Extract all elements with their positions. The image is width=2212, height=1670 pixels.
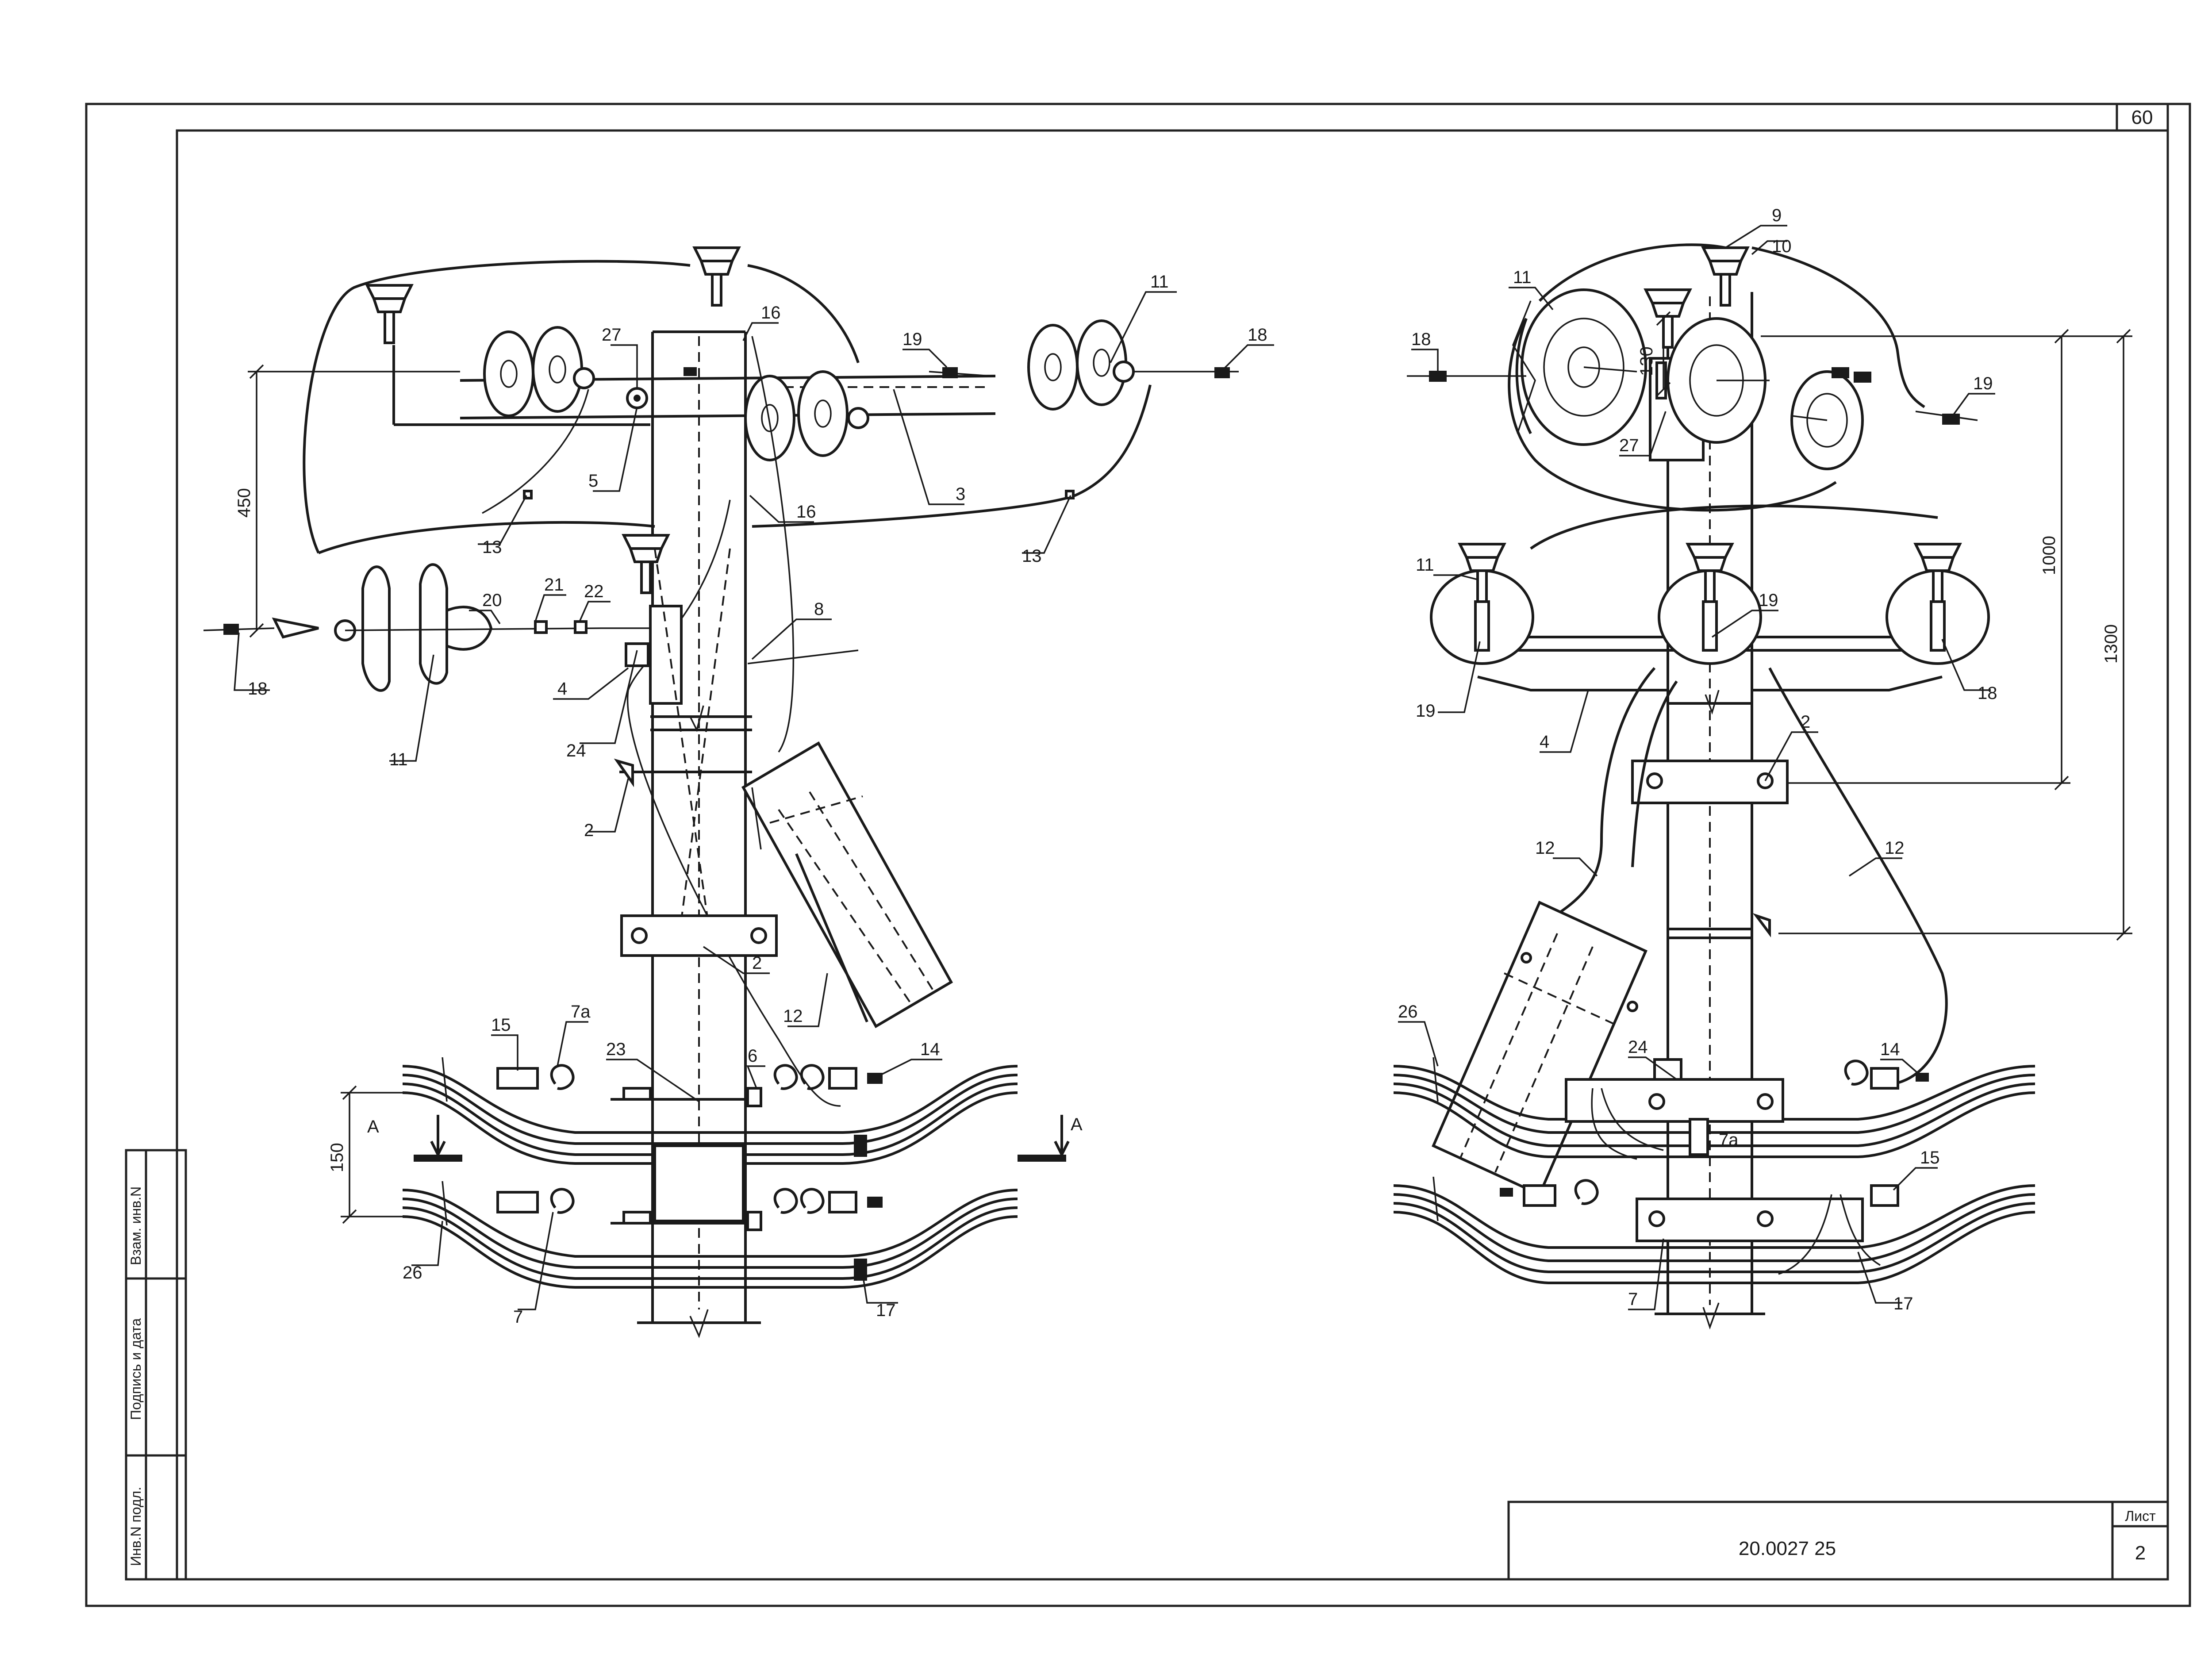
section-mark-a-left: А [367,1117,379,1136]
left-label-2-lower: 2 [752,953,762,973]
left-wires [203,260,1239,1107]
dim-1000: 1000 [2039,536,2059,575]
right-label-27: 27 [1619,436,1639,455]
left-label-2-upper: 2 [584,821,594,840]
right-label-4: 4 [1540,732,1549,752]
right-dimensions: 1000 1300 130 [1637,311,2132,941]
left-cable-hooks [496,1065,883,1231]
right-label-14: 14 [1880,1040,1900,1059]
left-view: А А 450 150 [203,248,1274,1338]
right-label-7: 7 [1628,1290,1638,1309]
left-insulator-strings [272,321,1135,692]
left-label-12: 12 [783,1006,803,1026]
right-label-11-left: 11 [1416,555,1434,575]
left-connectors [223,367,1230,635]
right-cable-hooks [1500,1058,1929,1275]
right-view: 1000 1300 130 [1393,206,2132,1330]
right-label-2: 2 [1801,712,1810,732]
left-label-26: 26 [403,1263,422,1282]
right-item-labels: 9 10 11 18 19 27 11 19 19 18 4 2 12 12 2… [1398,206,1997,1313]
right-lower-plates [1431,544,1989,691]
dim-130: 130 [1637,346,1656,376]
left-label-19: 19 [902,330,922,349]
left-pole-clamps [614,758,778,957]
stamp-inventory: Инв.N подл. [128,1487,144,1566]
sheet-number: 2 [2135,1542,2146,1564]
right-label-18-top: 18 [1411,330,1431,349]
left-label-18-left: 18 [248,679,268,699]
left-label-11-bottom: 11 [389,750,408,769]
left-top-insulators [367,248,739,593]
left-label-24: 24 [566,741,586,760]
left-lower-bracket [625,548,752,921]
left-label-23: 23 [606,1040,626,1059]
right-label-18-right: 18 [1978,683,1997,703]
side-stamp: Взам. инв.N Подпись и дата Инв.N подл. [125,1149,187,1581]
right-label-17: 17 [1893,1294,1913,1313]
left-section-marks: А А [367,1115,1083,1162]
dim-450: 450 [234,488,254,518]
left-label-27: 27 [602,325,622,345]
left-dimensions: 450 150 [234,364,460,1224]
left-label-7a: 7а [571,1002,591,1021]
right-label-19-left: 19 [1416,701,1436,721]
sheet-frame: 60 [85,103,2191,1607]
left-label-16-top: 16 [761,303,781,322]
left-leaders [234,291,1274,1310]
left-label-5: 5 [588,471,598,491]
stamp-signature: Подпись и дата [128,1318,144,1420]
right-label-7a: 7а [1719,1130,1739,1150]
right-label-11-top: 11 [1513,268,1532,287]
left-label-21: 21 [544,575,564,595]
left-label-4: 4 [557,679,567,699]
right-label-19-top: 19 [1973,374,1993,393]
left-label-6: 6 [748,1046,757,1066]
right-label-10: 10 [1772,237,1792,256]
right-label-9: 9 [1772,206,1782,225]
left-label-20: 20 [482,591,502,610]
document-code: 20.0027 25 [1739,1538,1836,1559]
right-label-19-center: 19 [1759,591,1778,610]
left-label-16-mid: 16 [796,502,816,522]
right-cable-bundles [1393,1057,2035,1284]
right-label-26: 26 [1398,1002,1418,1021]
right-leaders [1398,225,1995,1310]
left-label-17: 17 [876,1301,896,1320]
right-cable-descents [1548,667,1948,1085]
left-label-11-top: 11 [1150,272,1169,292]
left-label-8: 8 [814,599,824,619]
left-label-3: 3 [956,484,965,504]
left-item-labels: 11 18 27 19 16 16 5 3 13 13 20 21 22 8 4… [248,272,1267,1327]
left-label-7: 7 [513,1307,523,1327]
dim-150: 150 [327,1143,347,1172]
right-upper-wires [1407,243,1978,550]
left-label-22: 22 [584,582,604,601]
page-number: 60 [2131,107,2153,128]
left-label-13-right: 13 [1022,546,1042,566]
right-pole-clamps [1631,702,1789,939]
right-label-12-left: 12 [1535,838,1555,858]
section-mark-a-right: А [1071,1115,1083,1134]
sheet-label: Лист [2125,1508,2156,1524]
right-upper-discs [1515,288,1864,470]
right-label-15: 15 [1920,1148,1940,1167]
left-cable-box [741,741,953,1029]
left-label-15: 15 [491,1015,511,1035]
right-label-12-right: 12 [1885,838,1905,858]
left-label-18-right: 18 [1248,325,1267,345]
dim-1300: 1300 [2101,624,2121,664]
stamp-replacement: Взам. инв.N [128,1186,144,1265]
left-label-14: 14 [920,1040,940,1059]
title-block: 20.0027 25 Лист 2 [1507,1501,2169,1581]
right-label-24: 24 [1628,1037,1648,1057]
left-label-13-left: 13 [482,537,502,557]
